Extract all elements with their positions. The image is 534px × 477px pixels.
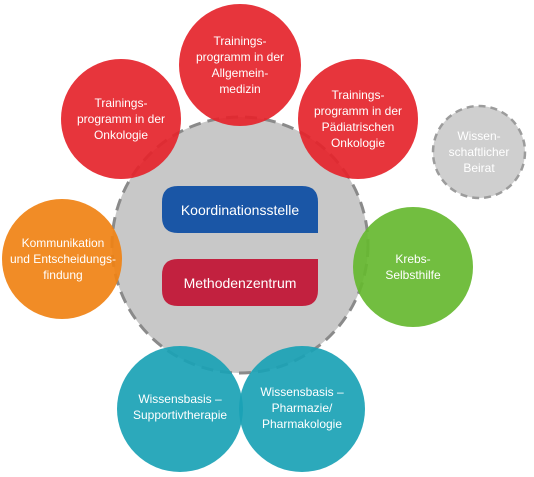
koordinationsstelle-label: Koordinationsstelle	[180, 201, 300, 218]
node-training-paediatrie-circle	[298, 59, 418, 179]
node-krebs-selbsthilfe-circle	[353, 207, 473, 327]
node-supportivtherapie-circle	[117, 346, 243, 472]
methodenzentrum-pill	[162, 259, 318, 306]
node-wissenschaftlicher-beirat-circle	[431, 104, 527, 200]
methodenzentrum-label: Methodenzentrum	[183, 274, 297, 291]
node-kommunikation-circle	[2, 199, 122, 319]
node-pharmazie-circle	[239, 346, 365, 472]
koordinationsstelle-pill	[162, 186, 318, 233]
node-training-onkologie-circle	[61, 59, 181, 179]
node-training-allgemeinmedizin-circle	[179, 4, 301, 126]
